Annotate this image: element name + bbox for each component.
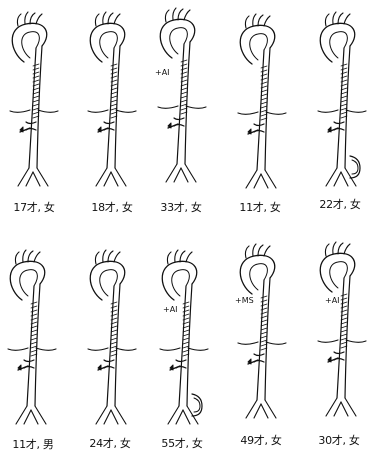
- aorta-figure-3: [158, 8, 206, 182]
- aorta-figure-10: [318, 242, 366, 416]
- aorta-figure-7: [88, 250, 136, 424]
- aorta-figure-9: [238, 244, 286, 418]
- aorta-figure-1: [10, 12, 58, 186]
- aorta-figure-5: [318, 12, 366, 186]
- figure-note-3: +AI: [155, 68, 170, 77]
- figure-note-9: +MS: [235, 296, 254, 305]
- figure-caption-3: 33才, 女: [144, 199, 218, 215]
- figure-note-8: +AI: [163, 305, 178, 314]
- figure-note-10: +AI: [325, 296, 340, 305]
- figure-caption-2: 18才, 女: [75, 199, 149, 215]
- figure-caption-7: 24才, 女: [73, 435, 147, 451]
- aorta-figure-8: [160, 250, 208, 424]
- figure-caption-4: 11才, 女: [223, 199, 297, 215]
- figure-caption-1: 17才, 女: [0, 199, 71, 215]
- aorta-figure-2: [88, 12, 136, 186]
- figure-caption-8: 55才, 女: [145, 435, 219, 451]
- aorta-figure-4: [238, 14, 286, 188]
- figure-caption-9: 49才, 女: [224, 432, 298, 448]
- figure-caption-10: 30才, 女: [302, 432, 374, 448]
- figure-caption-5: 22才, 女: [303, 196, 374, 212]
- aorta-figure-6: [8, 250, 56, 424]
